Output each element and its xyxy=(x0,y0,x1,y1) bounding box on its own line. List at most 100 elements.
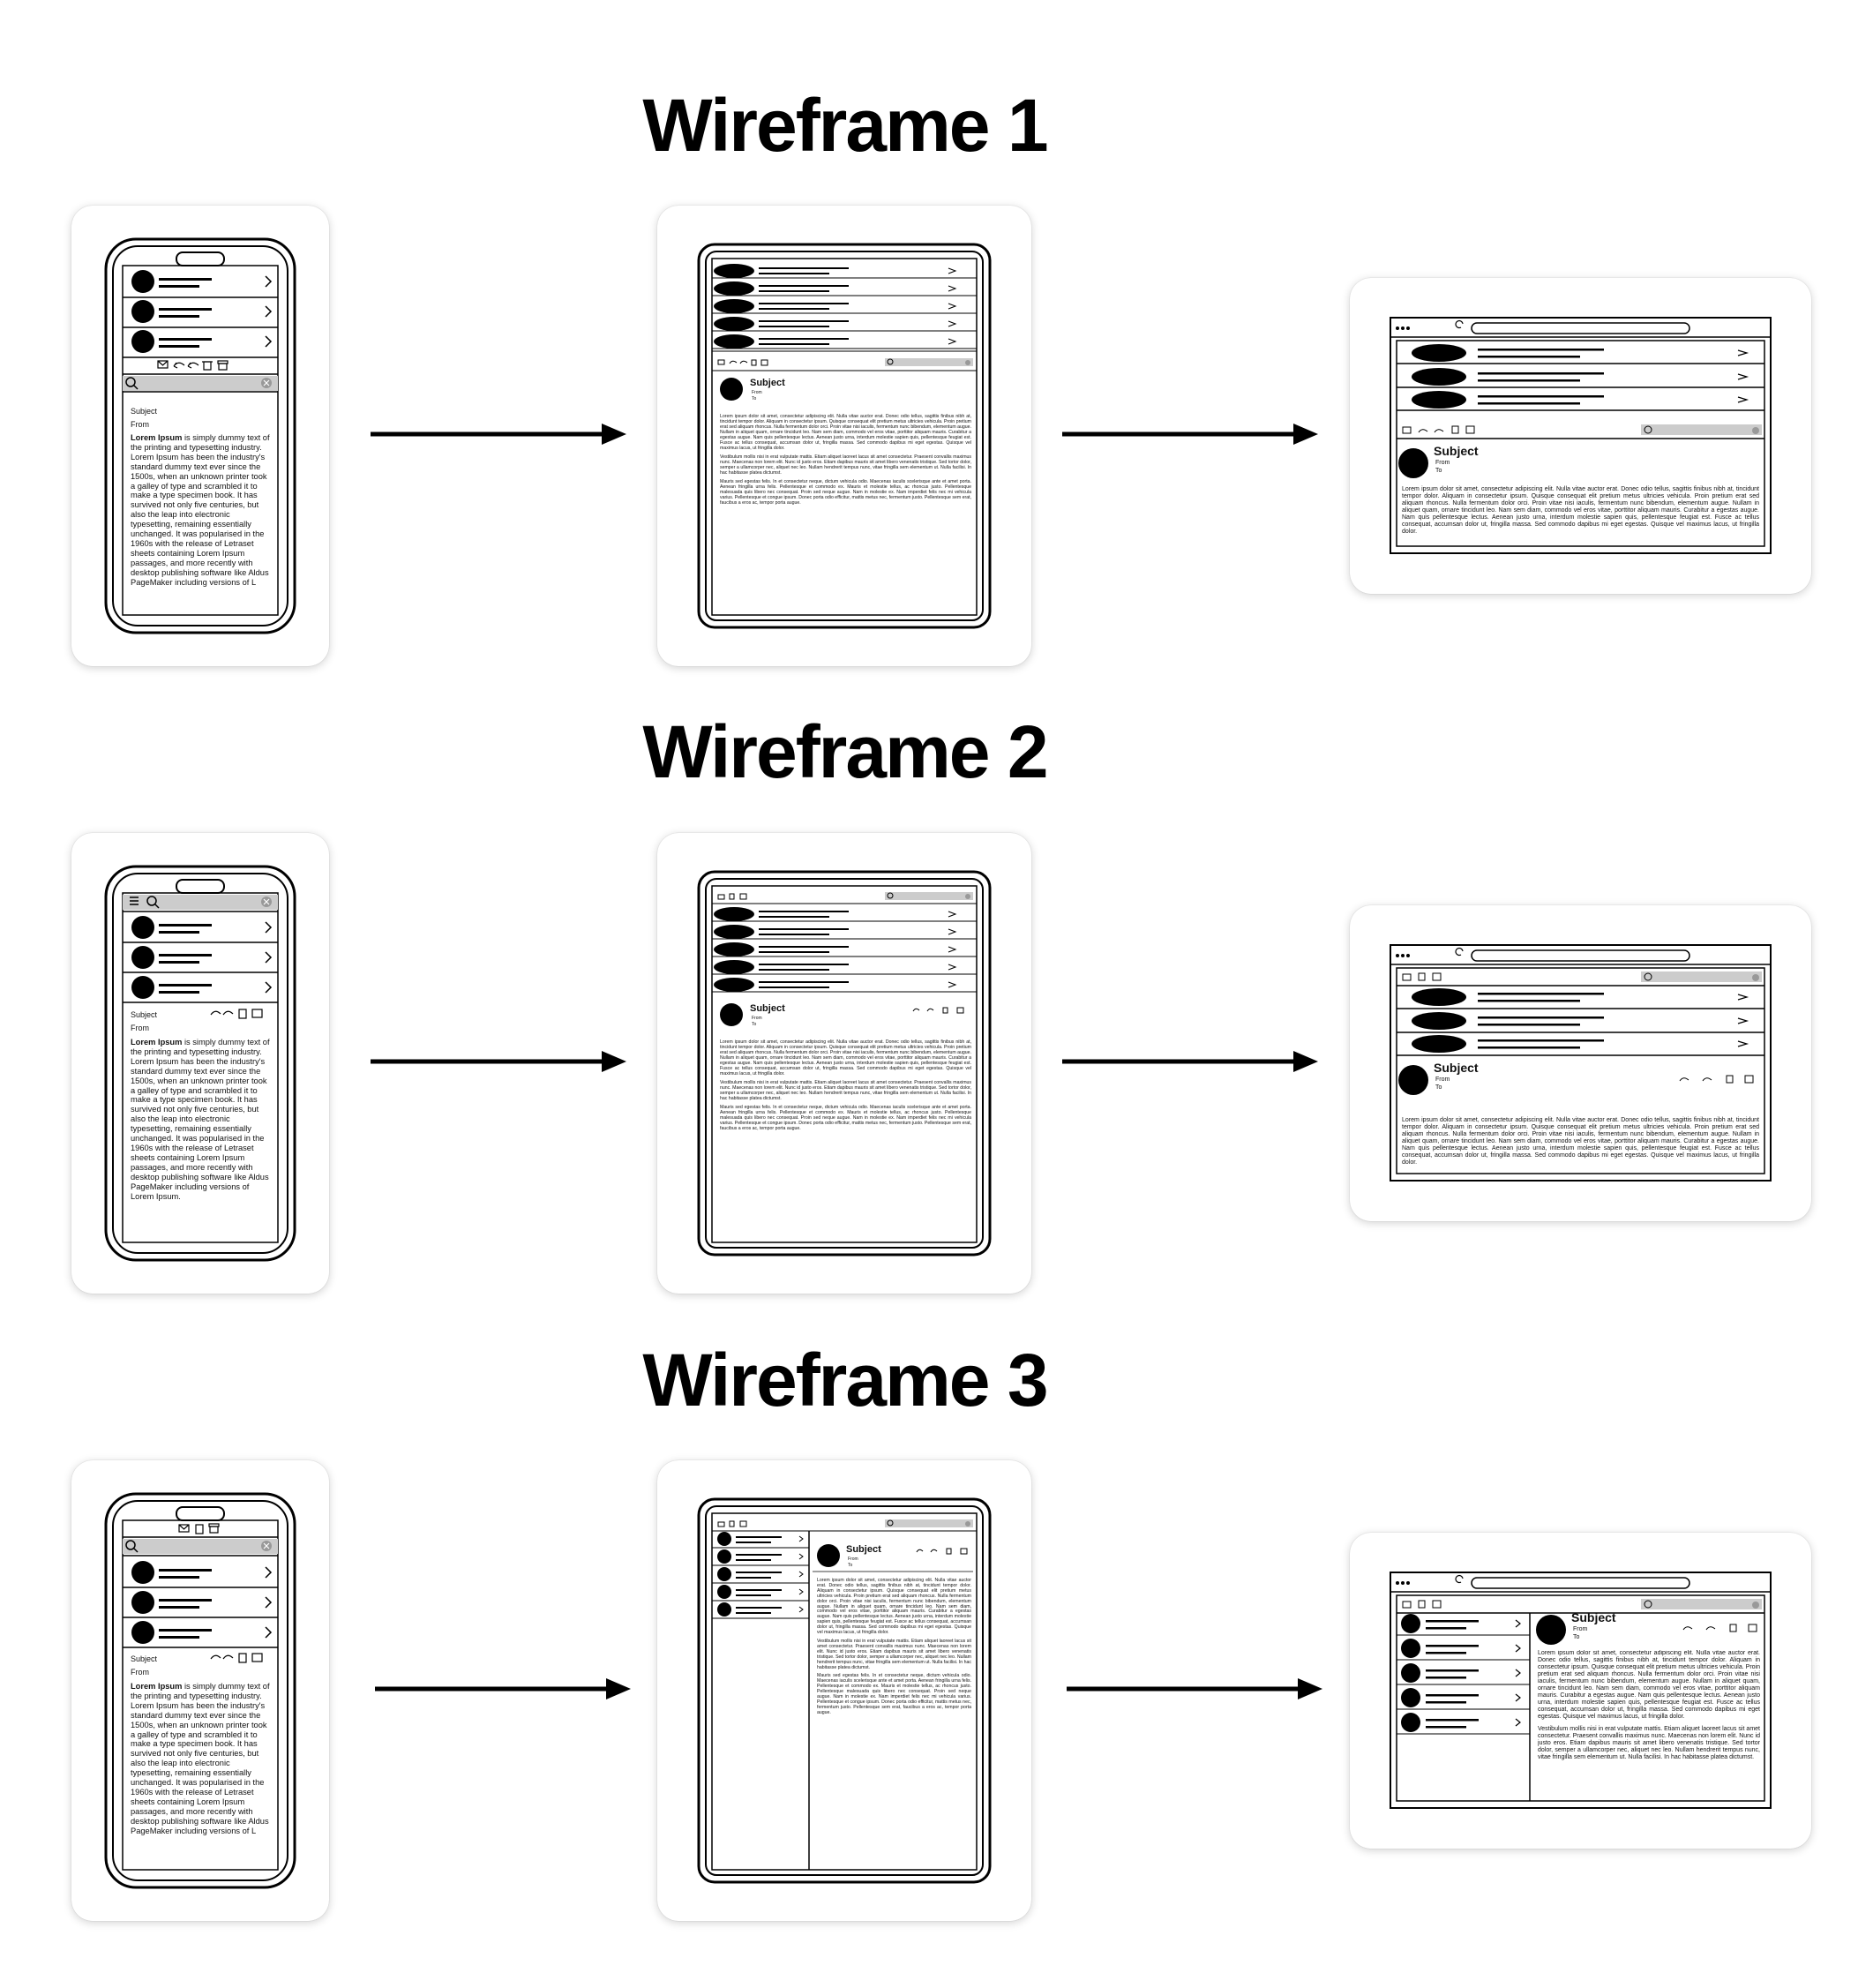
email-body-text: is simply dummy text of the printing and… xyxy=(131,1038,270,1201)
phone-frame xyxy=(104,865,296,1262)
toolbar-icons xyxy=(1402,971,1762,982)
email-list xyxy=(1397,344,1764,411)
email-body: Lorem ipsum dolor sit amet, consectetur … xyxy=(720,414,971,506)
search-bar xyxy=(123,376,278,391)
toolbar-icons xyxy=(178,1523,220,1534)
email-body: Lorem Ipsum is simply dummy text of the … xyxy=(131,1682,272,1855)
email-subject: Subject xyxy=(750,378,785,388)
desktop-card-2: Subject From To Lorem ipsum dolor sit am… xyxy=(1350,905,1811,1221)
arrow-right-icon xyxy=(1062,1051,1318,1072)
email-subject: Subject xyxy=(1434,1061,1479,1075)
email-actions xyxy=(1679,1075,1754,1084)
email-to: To xyxy=(1435,1084,1442,1091)
email-body-text: is simply dummy text of the printing and… xyxy=(131,1682,270,1835)
email-subject: Subject xyxy=(1434,444,1479,458)
email-paragraph: Lorem ipsum dolor sit amet, consectetur … xyxy=(1538,1650,1760,1720)
desktop-card-1: Subject From To Lorem ipsum dolor sit am… xyxy=(1350,278,1811,594)
phone-frame xyxy=(104,1492,296,1889)
email-from: From xyxy=(752,1016,762,1021)
browser-frame xyxy=(1390,317,1772,554)
email-list xyxy=(712,907,977,993)
email-from: From xyxy=(1573,1626,1588,1632)
phone-frame xyxy=(104,237,296,634)
tablet-card-2: Subject From To Lorem ipsum dolor sit am… xyxy=(657,833,1031,1294)
toolbar-icons xyxy=(717,892,973,900)
email-from: From xyxy=(131,420,149,429)
email-body: Lorem ipsum dolor sit amet, consectetur … xyxy=(1402,486,1759,535)
email-list xyxy=(1397,988,1764,1056)
email-paragraph: Lorem ipsum dolor sit amet, consectetur … xyxy=(720,1039,971,1077)
email-subject: Subject xyxy=(131,1654,158,1663)
email-body: Lorem Ipsum is simply dummy text of the … xyxy=(131,433,272,603)
email-subject: Subject xyxy=(846,1544,881,1555)
phone-card-3: Subject From Lorem Ipsum is simply dummy… xyxy=(71,1460,329,1921)
email-list xyxy=(123,1561,278,1648)
browser-frame xyxy=(1390,1572,1772,1809)
email-paragraph: Vestibulum mollis nisi in erat vulputate… xyxy=(720,1080,971,1101)
phone-card-2: Subject From Lorem Ipsum is simply dummy… xyxy=(71,833,329,1294)
email-list xyxy=(712,264,977,349)
email-actions xyxy=(916,1548,968,1555)
email-body-lead: Lorem Ipsum xyxy=(131,1038,183,1047)
email-subject: Subject xyxy=(131,1010,158,1019)
email-body: Lorem ipsum dolor sit amet, consectetur … xyxy=(1538,1650,1760,1798)
arrow-right-icon xyxy=(371,1051,626,1072)
email-to: To xyxy=(752,396,757,401)
arrow-right-icon xyxy=(1062,424,1318,445)
email-from: From xyxy=(1435,1077,1450,1083)
arrow-right-icon xyxy=(375,1678,631,1699)
email-to: To xyxy=(848,1563,853,1568)
wireframe-2-title: Wireframe 2 xyxy=(642,710,1048,793)
email-paragraph: Lorem ipsum dolor sit amet, consectetur … xyxy=(817,1578,971,1636)
email-paragraph: Mauris sed egestas felis. In et consecte… xyxy=(817,1673,971,1715)
email-to: To xyxy=(1573,1634,1580,1640)
email-body: Lorem ipsum dolor sit amet, consectetur … xyxy=(817,1578,971,1716)
email-from: From xyxy=(1435,460,1450,466)
email-list xyxy=(123,270,278,358)
email-actions xyxy=(912,1007,964,1014)
email-list xyxy=(123,916,278,1003)
email-list xyxy=(712,1532,809,1619)
tablet-frame xyxy=(697,243,992,629)
email-paragraph: Lorem ipsum dolor sit amet, consectetur … xyxy=(720,414,971,451)
email-to: To xyxy=(752,1022,757,1027)
email-paragraph: Mauris sed egestas felis. In et consecte… xyxy=(720,479,971,506)
toolbar-icons xyxy=(717,1519,973,1527)
email-body-lead: Lorem Ipsum xyxy=(131,433,183,442)
wireframe-3-title: Wireframe 3 xyxy=(642,1339,1048,1422)
desktop-card-3: Subject From To Lorem ipsum dolor sit am… xyxy=(1350,1533,1811,1849)
browser-frame xyxy=(1390,944,1772,1182)
toolbar-icons xyxy=(1402,1599,1762,1609)
search-bar xyxy=(123,895,278,910)
arrow-right-icon xyxy=(371,424,626,445)
email-paragraph: Vestibulum mollis nisi in erat vulputate… xyxy=(720,454,971,476)
tablet-card-3: Subject From To Lorem ipsum dolor sit am… xyxy=(657,1460,1031,1921)
email-subject: Subject xyxy=(131,407,158,416)
email-list xyxy=(1397,1614,1530,1735)
email-body: Lorem ipsum dolor sit amet, consectetur … xyxy=(720,1039,971,1131)
email-body-lead: Lorem Ipsum xyxy=(131,1682,183,1691)
email-from: From xyxy=(848,1557,858,1562)
email-from: From xyxy=(131,1668,149,1677)
search-bar xyxy=(123,1539,278,1554)
email-from: From xyxy=(752,390,762,395)
email-subject: Subject xyxy=(750,1003,785,1014)
email-actions xyxy=(1682,1624,1757,1632)
email-body-text: is simply dummy text of the printing and… xyxy=(131,433,270,587)
arrow-right-icon xyxy=(1067,1678,1322,1699)
toolbar-icons xyxy=(157,360,229,371)
tablet-card-1: Subject From To Lorem ipsum dolor sit am… xyxy=(657,206,1031,666)
email-to: To xyxy=(1435,468,1442,474)
email-actions xyxy=(210,1009,263,1019)
email-subject: Subject xyxy=(1571,1610,1616,1624)
email-body: Lorem Ipsum is simply dummy text of the … xyxy=(131,1038,272,1230)
email-paragraph: Vestibulum mollis nisi in erat vulputate… xyxy=(1538,1726,1760,1760)
tablet-frame xyxy=(697,870,992,1257)
email-body: Lorem ipsum dolor sit amet, consectetur … xyxy=(1402,1117,1759,1166)
toolbar-icons xyxy=(1402,424,1762,435)
email-from: From xyxy=(131,1024,149,1032)
phone-card-1: Subject From Lorem Ipsum is simply dummy… xyxy=(71,206,329,666)
tablet-frame xyxy=(697,1497,992,1884)
email-actions xyxy=(210,1653,263,1663)
wireframe-1-title: Wireframe 1 xyxy=(642,84,1048,167)
